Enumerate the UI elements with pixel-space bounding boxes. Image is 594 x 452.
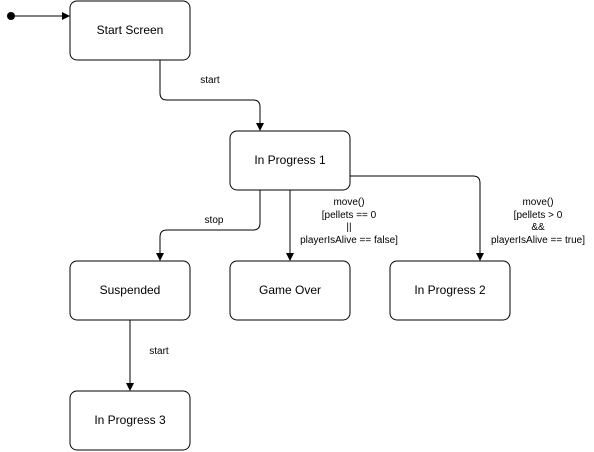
guard-line: move() [522, 197, 553, 208]
transition-start-screen-to-in-progress-1 [159, 60, 264, 131]
state-label: In Progress 2 [414, 283, 486, 297]
state-suspended: Suspended [69, 260, 191, 321]
state-label: In Progress 3 [94, 413, 166, 427]
state-in-progress-2: In Progress 2 [389, 260, 511, 321]
state-start-screen: Start Screen [69, 0, 191, 61]
guard-line: [pellets > 0 [514, 210, 563, 221]
transition-label-start: start [149, 346, 169, 357]
state-in-progress-1: In Progress 1 [229, 130, 351, 191]
guard-line: && [531, 222, 545, 233]
transition-label-start: start [200, 75, 220, 86]
guard-line: playerIsAlive == true] [491, 235, 585, 246]
transition-in-progress-1-to-in-progress-2 [350, 175, 484, 261]
guard-line: || [346, 222, 351, 233]
transition-guard-in-progress-2: move() [pellets > 0 && playerIsAlive == … [491, 197, 585, 246]
state-label: In Progress 1 [254, 153, 326, 167]
state-in-progress-3: In Progress 3 [69, 390, 191, 451]
transition-guard-game-over: move() [pellets == 0 || playerIsAlive ==… [300, 197, 398, 246]
transition-in-progress-1-to-suspended [156, 190, 261, 261]
guard-line: move() [333, 197, 364, 208]
initial-state-dot [7, 12, 15, 20]
state-label: Start Screen [97, 23, 164, 37]
state-game-over: Game Over [229, 260, 351, 321]
state-label: Game Over [259, 283, 321, 297]
state-label: Suspended [100, 283, 161, 297]
guard-line: playerIsAlive == false] [300, 235, 398, 246]
guard-line: [pellets == 0 [322, 210, 377, 221]
transition-label-stop: stop [205, 215, 224, 226]
